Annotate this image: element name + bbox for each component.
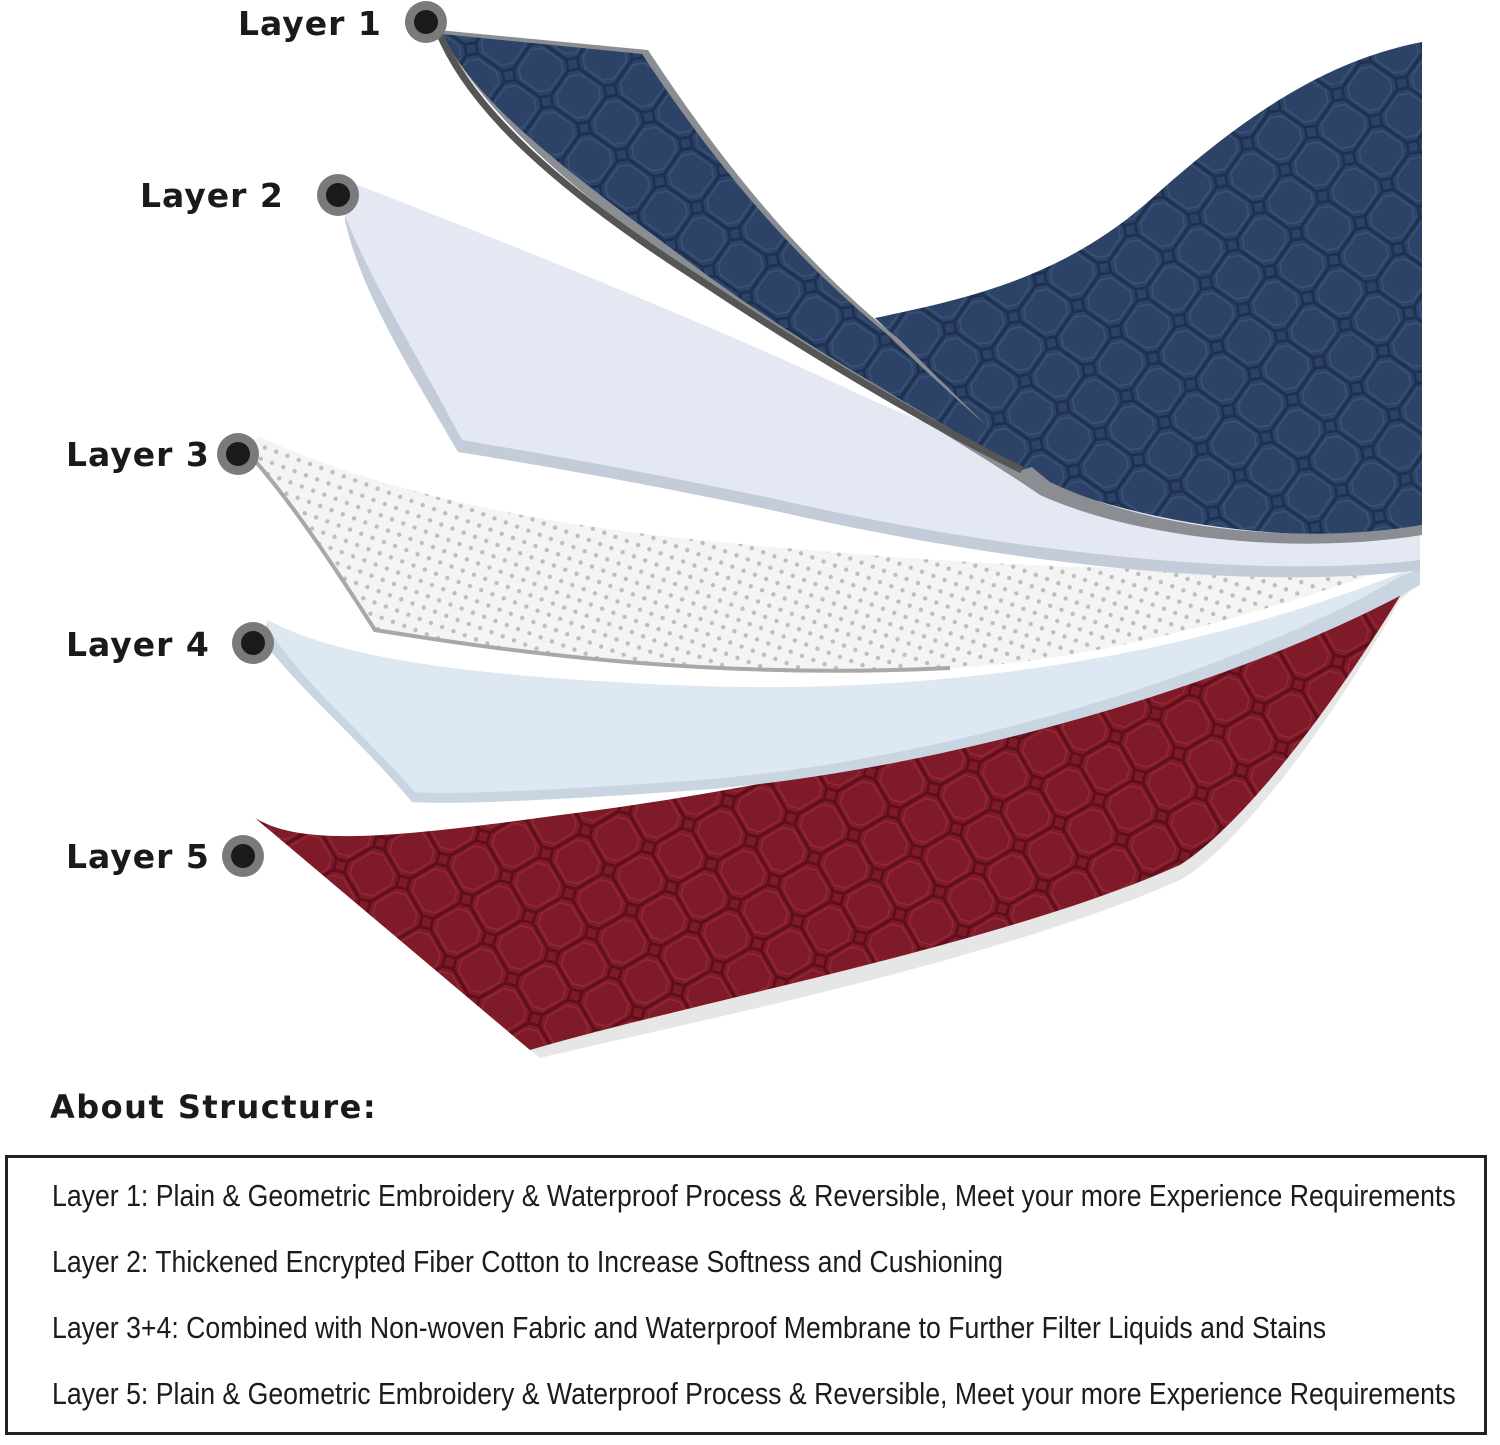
layer-1-shape bbox=[434, 28, 1422, 544]
layer-diagram: Layer 1 Layer 2 Layer 3 Layer 4 Layer 5 bbox=[66, 1, 1422, 1058]
layer-2-marker bbox=[317, 174, 359, 216]
layer-3-shape bbox=[248, 436, 1420, 673]
layer-2-label: Layer 2 bbox=[140, 176, 284, 215]
layer-4-shape bbox=[262, 566, 1420, 803]
layer-4-label: Layer 4 bbox=[66, 625, 210, 664]
layer-5-marker bbox=[222, 835, 264, 877]
layer-5-label: Layer 5 bbox=[66, 837, 210, 876]
layer-1-label: Layer 1 bbox=[238, 4, 382, 43]
layer-3-label: Layer 3 bbox=[66, 435, 210, 474]
layer-4-marker bbox=[232, 622, 274, 664]
structure-description-box: Layer 1: Plain & Geometric Embroidery & … bbox=[5, 1155, 1487, 1435]
layers-illustration bbox=[217, 1, 1422, 1058]
structure-line-layer-1: Layer 1: Plain & Geometric Embroidery & … bbox=[52, 1178, 1456, 1213]
layer-3-marker bbox=[217, 433, 259, 475]
structure-line-layer-2: Layer 2: Thickened Encrypted Fiber Cotto… bbox=[52, 1244, 1003, 1279]
structure-line-layer-3-4: Layer 3+4: Combined with Non-woven Fabri… bbox=[52, 1310, 1327, 1345]
layer-1-marker bbox=[405, 1, 447, 43]
about-structure-heading: About Structure: bbox=[50, 1088, 378, 1126]
structure-line-layer-5: Layer 5: Plain & Geometric Embroidery & … bbox=[52, 1376, 1456, 1411]
